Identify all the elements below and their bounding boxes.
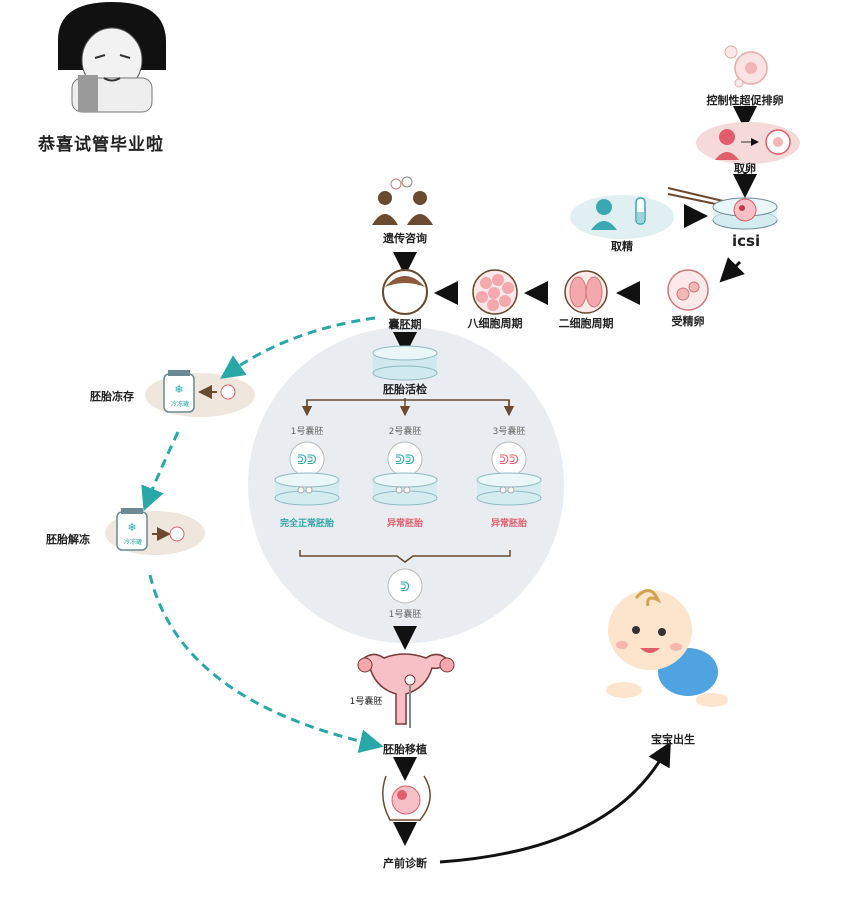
freeze-jar-icon: ❄ <box>163 370 195 413</box>
label-embryo-transfer: 胚胎移植 <box>383 743 427 756</box>
woman-icon <box>715 129 739 160</box>
merge-bracket <box>299 550 511 563</box>
label-eight-cell: 八细胞周期 <box>467 317 523 330</box>
sperm-retrieval-bg <box>570 195 674 239</box>
uterus-icon <box>357 653 455 728</box>
icsi-dish-icon <box>667 187 778 230</box>
dashed-freeze-to-thaw <box>141 431 180 512</box>
embryo-2-name: 2号囊胚 <box>388 427 422 437</box>
test-tube-icon <box>635 197 646 225</box>
label-embryo-freezing: 胚胎冻存 <box>90 390 134 403</box>
svg-text:ᕲᕲ: ᕲᕲ <box>297 453 317 468</box>
biopsy-dish-icon <box>372 345 438 381</box>
embryo-2-result: 异常胚胎 <box>386 519 424 529</box>
label-embryo-thawing: 胚胎解冻 <box>46 533 90 546</box>
meme-figure <box>58 2 166 113</box>
baby-icon <box>606 589 728 707</box>
embryo-small-icon <box>220 384 236 400</box>
svg-text:ᕲᕲ: ᕲᕲ <box>395 453 415 468</box>
man-icon <box>591 199 617 230</box>
blastocyst-icon <box>382 269 428 315</box>
freezing-bg <box>145 373 255 417</box>
selected-embryo-icon: ᕲ <box>387 568 423 604</box>
embryo-1-icon: ᕲᕲ <box>274 441 340 506</box>
label-icsi: icsi <box>732 232 761 250</box>
embryo-2-icon: ᕲᕲ <box>372 441 438 506</box>
embryo-3-name: 3号囊胚 <box>492 427 526 437</box>
two-cell-icon <box>564 270 608 314</box>
counseling-icon <box>372 176 433 225</box>
label-prenatal-diagnosis: 产前诊断 <box>383 857 427 870</box>
svg-text:ᕲᕲ: ᕲᕲ <box>499 453 519 468</box>
label-blastocyst: 囊胚期 <box>388 318 422 331</box>
label-two-cell: 二细胞周期 <box>558 317 614 330</box>
svg-text:❄: ❄ <box>174 383 183 396</box>
fertilized-egg-icon <box>667 269 709 311</box>
label-embryo-biopsy: 胚胎活检 <box>383 383 427 396</box>
uterus-embryo-label: 1号囊胚 <box>349 697 383 707</box>
jar-label-2: 冷冻罐 <box>123 539 142 546</box>
label-ovarian-stimulation: 控制性超促排卵 <box>706 94 784 107</box>
embryo-1-result: 完全正常胚胎 <box>279 519 335 529</box>
egg-icon <box>765 129 791 155</box>
svg-text:❄: ❄ <box>127 521 136 534</box>
embryo-3-icon: ᕲᕲ <box>476 441 542 506</box>
pregnancy-icon <box>382 775 431 821</box>
arrow-icsi-to-fertilized <box>719 257 745 283</box>
dashed-thaw-to-transfer <box>148 574 384 754</box>
thaw-jar-icon: ❄ <box>116 508 148 551</box>
label-genetic-counseling: 遗传咨询 <box>383 232 427 245</box>
jar-label-1: 冷冻罐 <box>170 401 189 408</box>
embryo-3-result: 异常胚胎 <box>490 519 528 529</box>
eight-cell-icon <box>472 269 518 315</box>
meme-caption: 恭喜试管毕业啦 <box>38 135 164 155</box>
label-sperm-retrieval: 取精 <box>611 240 633 253</box>
label-baby-birth: 宝宝出生 <box>651 733 695 746</box>
embryo-small-icon-2 <box>169 526 185 542</box>
arrow-prenatal-to-baby <box>439 741 671 864</box>
label-egg-retrieval: 取卵 <box>734 162 756 175</box>
ovary-egg-icon <box>724 45 768 88</box>
svg-text:ᕲ: ᕲ <box>400 580 410 595</box>
dashed-blast-to-freeze <box>220 316 376 379</box>
label-fertilized-egg: 受精卵 <box>671 315 705 328</box>
embryo-1-name: 1号囊胚 <box>290 427 324 437</box>
selected-embryo-name: 1号囊胚 <box>388 610 422 620</box>
